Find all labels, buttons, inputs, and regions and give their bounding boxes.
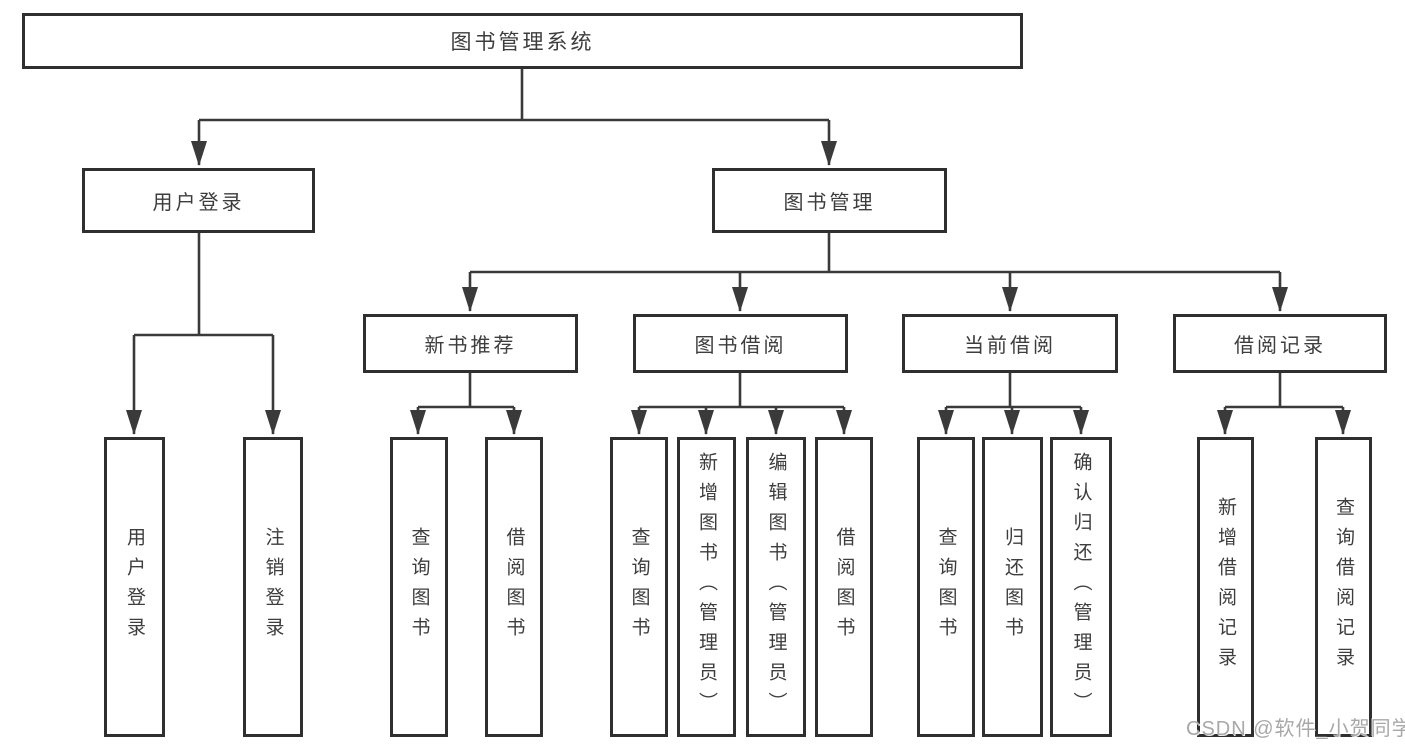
leaf-logout: 注销登录 [243, 437, 303, 737]
leaf-recommend-borrow-books: 借阅图书 [485, 437, 543, 737]
leaf-borrowing-edit-books-admin: 编辑图书（管理员） [746, 437, 806, 737]
node-current-borrowing: 当前借阅 [902, 314, 1118, 373]
node-user-login: 用户登录 [82, 168, 315, 233]
leaf-user-login: 用户登录 [104, 437, 165, 737]
node-borrowing-records: 借阅记录 [1173, 314, 1387, 373]
node-new-book-recommendation: 新书推荐 [363, 314, 578, 373]
leaf-records-add-borrow-record: 新增借阅记录 [1197, 437, 1254, 737]
leaf-borrowing-borrow-books: 借阅图书 [815, 437, 873, 737]
leaf-recommend-query-books: 查询图书 [390, 437, 448, 737]
node-root-library-management-system: 图书管理系统 [22, 13, 1023, 69]
node-book-management: 图书管理 [712, 168, 947, 233]
leaf-current-confirm-return-admin: 确认归还（管理员） [1050, 437, 1112, 737]
leaf-records-query-borrow-record: 查询借阅记录 [1315, 437, 1372, 737]
leaf-current-query-books: 查询图书 [917, 437, 975, 737]
leaf-borrowing-query-books: 查询图书 [610, 437, 668, 737]
leaf-current-return-books: 归还图书 [982, 437, 1043, 737]
node-book-borrowing: 图书借阅 [633, 314, 848, 373]
csdn-watermark: CSDN @软件_小贺同学 [1186, 718, 1405, 740]
leaf-borrowing-add-books-admin: 新增图书（管理员） [677, 437, 736, 737]
